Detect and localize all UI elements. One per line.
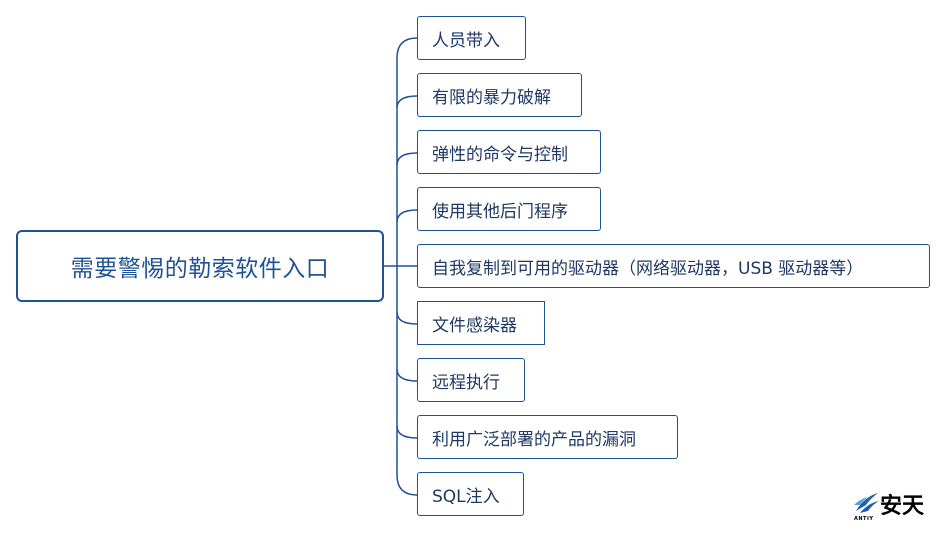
antiy-logo-icon (854, 493, 879, 513)
antiy-logo: ANTIY 安天 (852, 489, 932, 525)
branch-node-7[interactable]: 远程执行 (417, 358, 525, 402)
branch-node-3[interactable]: 弹性的命令与控制 (417, 130, 601, 174)
branch-node-2[interactable]: 有限的暴力破解 (417, 73, 582, 117)
branch-label-6: 文件感染器 (432, 315, 517, 336)
branch-node-9[interactable]: SQL注入 (417, 472, 524, 516)
branch-label-7: 远程执行 (432, 372, 500, 393)
logo-brand-big: 安天 (880, 494, 925, 519)
branch-label-9: SQL注入 (432, 486, 500, 507)
branch-label-5: 自我复制到可用的驱动器（网络驱动器，USB 驱动器等） (432, 258, 864, 279)
branch-connector-8 (396, 425, 418, 439)
branch-connector-4 (396, 209, 418, 223)
logo-brand-small: ANTIY (854, 516, 874, 522)
branch-connector-7 (396, 368, 418, 382)
root-topic[interactable]: 需要警惕的勒索软件入口 (16, 230, 384, 302)
branch-connector-2 (396, 95, 418, 109)
branch-label-4: 使用其他后门程序 (432, 201, 568, 222)
branch-node-6[interactable]: 文件感染器 (417, 301, 545, 345)
branch-connector-6 (396, 311, 418, 325)
branch-label-3: 弹性的命令与控制 (432, 144, 568, 165)
branch-connector-3 (396, 152, 418, 166)
branch-label-8: 利用广泛部署的产品的漏洞 (432, 429, 636, 450)
branch-node-5[interactable]: 自我复制到可用的驱动器（网络驱动器，USB 驱动器等） (417, 244, 930, 288)
branch-label-1: 人员带入 (432, 30, 500, 51)
branch-node-4[interactable]: 使用其他后门程序 (417, 187, 601, 231)
root-topic-label: 需要警惕的勒索软件入口 (70, 256, 330, 282)
branch-label-2: 有限的暴力破解 (432, 87, 551, 108)
branch-node-1[interactable]: 人员带入 (417, 16, 526, 60)
branch-node-8[interactable]: 利用广泛部署的产品的漏洞 (417, 415, 678, 459)
